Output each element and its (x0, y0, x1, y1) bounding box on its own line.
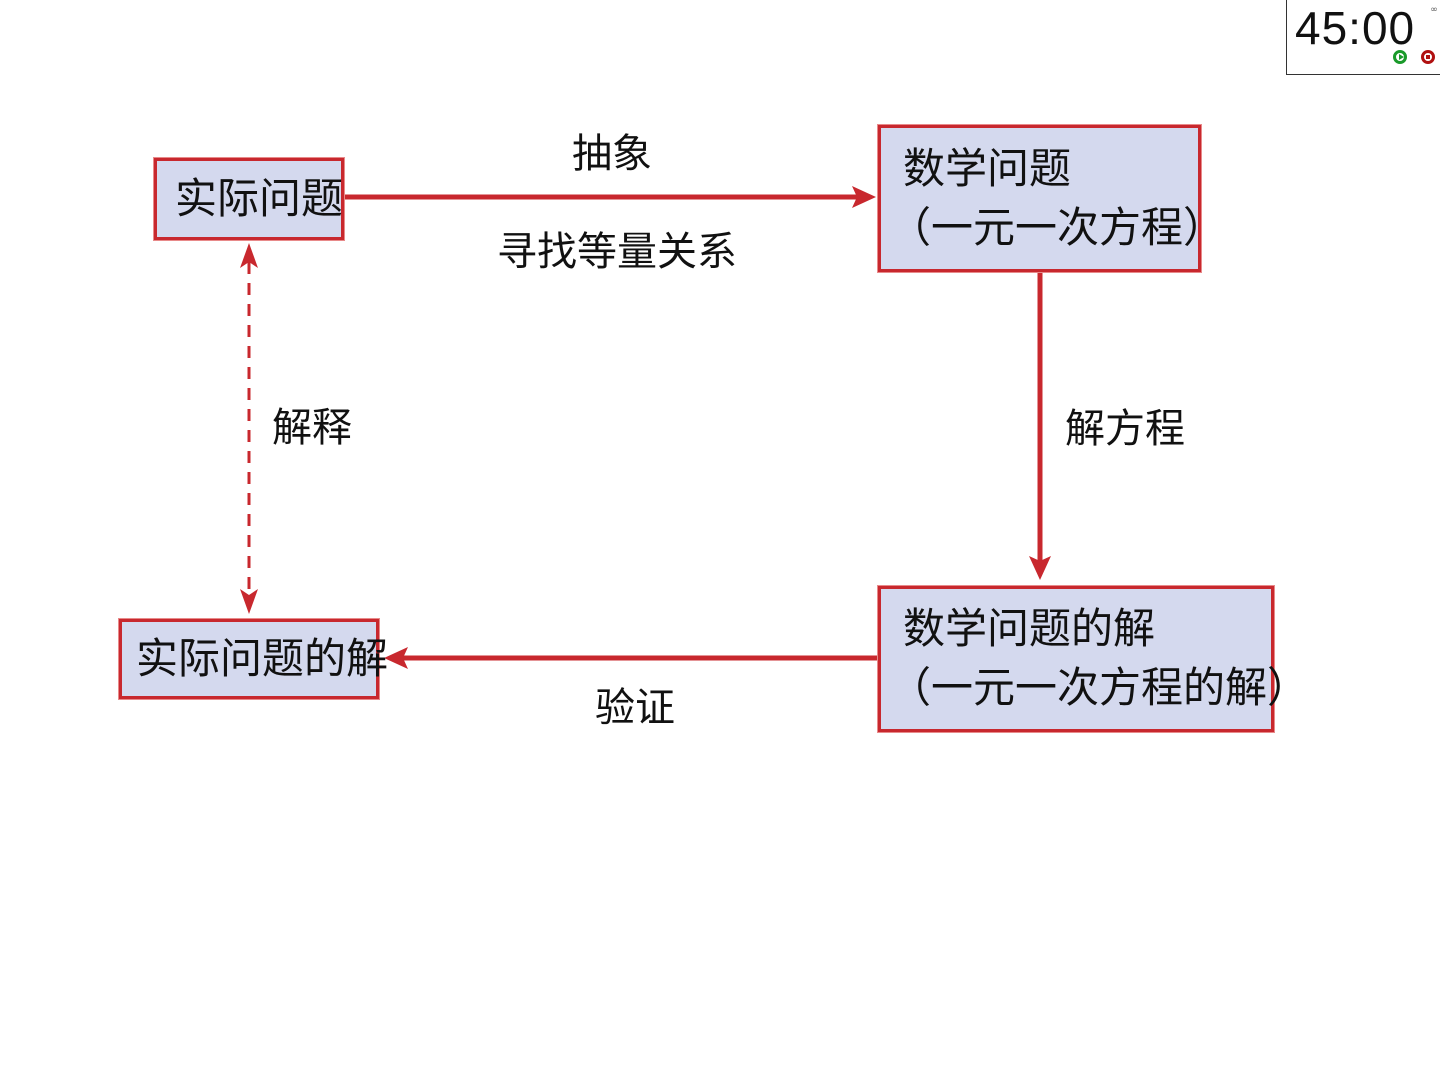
stop-icon[interactable] (1421, 50, 1435, 64)
math-problem-box: 数学问题 （一元一次方程） (878, 125, 1226, 272)
arrow-explain (240, 243, 258, 614)
settings-icon[interactable]: ∞ (1430, 5, 1438, 15)
play-icon[interactable] (1393, 50, 1407, 64)
timer-display: 45:00 (1295, 2, 1416, 54)
math-problem-title: 数学问题 (903, 143, 1072, 193)
arrow-solve-equation (1029, 271, 1051, 580)
actual-problem-box: 实际问题 (154, 158, 344, 240)
math-solution-title: 数学问题的解 (903, 604, 1156, 654)
arrow-verify (384, 647, 878, 669)
actual-solution-box: 实际问题的解 (119, 619, 389, 699)
label-solve-equation: 解方程 (1065, 406, 1185, 452)
actual-problem-text: 实际问题 (175, 173, 344, 223)
label-find-relation: 寻找等量关系 (497, 229, 737, 275)
math-problem-subtitle: （一元一次方程） (889, 202, 1226, 252)
countdown-timer: 45:00 ∞ (1286, 0, 1440, 75)
label-abstract: 抽象 (572, 131, 652, 177)
math-solution-box: 数学问题的解 （一元一次方程的解） (878, 586, 1310, 732)
arrow-abstract (343, 186, 876, 208)
label-explain: 解释 (272, 405, 352, 451)
label-verify: 验证 (595, 685, 675, 731)
math-solution-subtitle: （一元一次方程的解） (889, 663, 1310, 712)
actual-solution-text: 实际问题的解 (136, 633, 389, 683)
